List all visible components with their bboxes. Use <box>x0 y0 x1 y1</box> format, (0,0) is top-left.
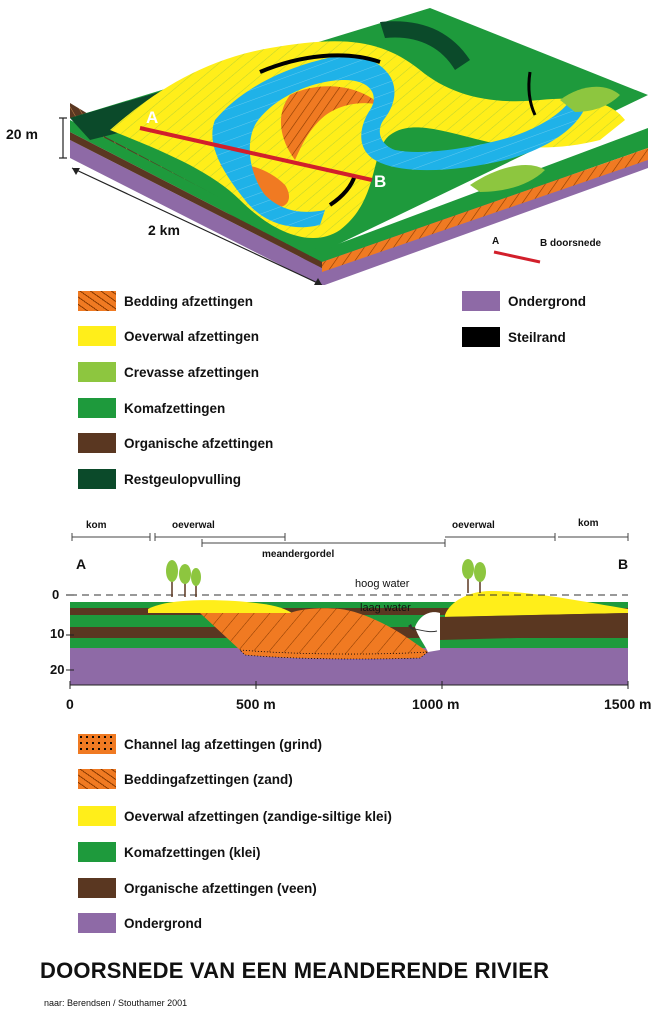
legend-item-kom: Komafzettingen <box>78 397 225 419</box>
section-end-a: A <box>76 556 87 572</box>
legend-item-komafzettingen-klei: Komafzettingen (klei) <box>78 841 261 863</box>
crevasse-fan-lower <box>470 165 545 192</box>
legend-item-organische-veen: Organische afzettingen (veen) <box>78 877 317 899</box>
legend-item-bedding: Bedding afzettingen <box>78 290 253 312</box>
depth-tick-0: 0 <box>52 587 60 602</box>
legend-item-restgeul: Restgeulopvulling <box>78 468 241 490</box>
trees-left <box>166 560 201 597</box>
page-title: DOORSNEDE VAN EEN MEANDERENDE RIVIER <box>40 958 550 983</box>
block-diagram <box>59 8 648 285</box>
levee-right <box>445 591 628 617</box>
swatch-beddingafzettingen <box>78 769 116 789</box>
steilrand-1 <box>259 53 381 74</box>
bedding-sand <box>200 608 428 655</box>
steilrand-3 <box>527 71 537 116</box>
legend-item-channel-lag: Channel lag afzettingen (grind) <box>78 733 322 755</box>
swatch-restgeul <box>78 469 116 489</box>
distance-tick-500: 500 m <box>236 696 276 712</box>
legend-item-organisch: Organische afzettingen <box>78 432 273 454</box>
legend-item-crevasse: Crevasse afzettingen <box>78 361 259 383</box>
layer-kom-top <box>70 602 628 608</box>
swatch-oeverwal-klei <box>78 806 116 826</box>
channel-lag <box>238 649 430 660</box>
depth-tick-10: 10 <box>50 626 65 641</box>
legend-item-ondergrond: Ondergrond <box>462 290 586 312</box>
source-credit: naar: Berendsen / Stouthamer 2001 <box>44 998 188 1008</box>
swatch-ondergrond-bottom <box>78 913 116 933</box>
distance-tick-1500: 1500 m <box>604 696 652 712</box>
low-water-label: laag water <box>360 602 411 614</box>
point-a-label: A <box>146 108 159 127</box>
legend-item-ondergrond-bottom: Ondergrond <box>78 912 202 934</box>
organisch-right <box>440 613 628 640</box>
swatch-kom <box>78 398 116 418</box>
swatch-ondergrond <box>462 291 500 311</box>
swatch-organisch <box>78 433 116 453</box>
channel-water <box>415 612 440 652</box>
block-front-left-purple <box>70 140 322 285</box>
zone-kom-right: kom <box>578 518 599 529</box>
legend-item-oeverwal: Oeverwal afzettingen <box>78 325 259 347</box>
point-bar-center <box>280 86 380 160</box>
cross-section <box>66 533 629 689</box>
swatch-bedding <box>78 291 116 311</box>
swatch-oeverwal <box>78 326 116 346</box>
legend-item-beddingafzettingen: Beddingafzettingen (zand) <box>78 768 293 790</box>
section-end-b: B <box>618 556 629 572</box>
section-line <box>139 126 373 182</box>
restgeul-top <box>380 21 470 70</box>
height-label: 20 m <box>6 126 38 142</box>
block-front-right-hatch <box>322 148 648 272</box>
swatch-channel-lag <box>78 734 116 754</box>
crevasse-fan <box>560 86 620 112</box>
trees-right <box>462 559 486 593</box>
zone-oeverwal-left: oeverwal <box>172 520 215 531</box>
block-front-left-green <box>70 120 322 262</box>
swatch-crevasse <box>78 362 116 382</box>
high-water-label: hoog water <box>355 578 410 590</box>
swatch-organische-veen <box>78 878 116 898</box>
section-key-line <box>493 250 541 264</box>
levee-left <box>148 600 292 613</box>
point-b-label: B <box>374 172 387 191</box>
swatch-steilrand <box>462 327 500 347</box>
distance-tick-0: 0 <box>66 696 74 712</box>
depth-tick-20: 20 <box>50 662 65 677</box>
zone-kom-left: kom <box>86 520 107 531</box>
legend-item-oeverwal-klei: Oeverwal afzettingen (zandige-siltige kl… <box>78 805 392 827</box>
legend-item-steilrand: Steilrand <box>462 326 566 348</box>
width-label: 2 km <box>148 222 180 238</box>
block-front-right-green <box>322 128 648 262</box>
section-key-b: B doorsnede <box>540 238 602 249</box>
block-front-left-brown <box>70 132 322 268</box>
distance-tick-1000: 1000 m <box>412 696 460 712</box>
section-key-a: A <box>492 236 500 247</box>
river-channel <box>212 55 585 228</box>
zone-meandergordel: meandergordel <box>262 549 335 560</box>
swatch-komafzettingen-klei <box>78 842 116 862</box>
zone-oeverwal-right: oeverwal <box>452 520 495 531</box>
layer-organisch-upper <box>70 605 628 615</box>
